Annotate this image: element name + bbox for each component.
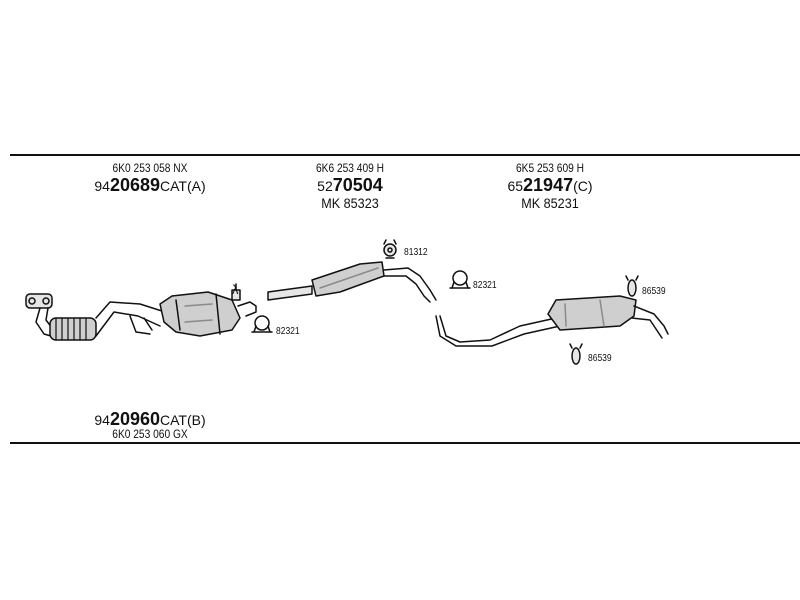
oe-number-cat-b: 6K0 253 060 GX <box>112 427 188 441</box>
catalytic-converter <box>159 283 257 337</box>
oe-number-rear-silencer: 6K5 253 609 H <box>515 161 585 175</box>
hanger-rear-top-label: 86539 <box>642 286 666 297</box>
hanger-rear-bottom <box>569 343 583 365</box>
mount-kit-rear: MK 85231 <box>521 195 579 211</box>
oe-number-cat-a: 6K0 253 058 NX <box>112 161 188 175</box>
top-divider <box>10 154 800 156</box>
hanger-top <box>383 239 397 259</box>
hanger-rear-bottom-label: 86539 <box>588 353 612 364</box>
hanger-rear-top <box>625 275 639 297</box>
middle-silencer <box>267 261 437 303</box>
part-number-rear-silencer: 6521947(C) <box>507 175 593 195</box>
clamp-left-label: 82321 <box>276 326 300 337</box>
part-number-cat-b: 9420960CAT(B) <box>94 409 206 429</box>
rear-silencer <box>435 295 669 347</box>
oe-number-middle-silencer: 6K6 253 409 H <box>315 161 385 175</box>
part-number-cat-a: 9420689CAT(A) <box>94 175 206 195</box>
part-number-middle-silencer: 5270504 <box>317 175 383 195</box>
hanger-top-label: 81312 <box>404 247 428 258</box>
clamp-left <box>251 315 273 333</box>
bottom-divider <box>10 442 800 444</box>
front-pipe-assembly <box>25 293 166 341</box>
clamp-mid-label: 82321 <box>473 280 497 291</box>
mount-kit-middle: MK 85323 <box>321 195 379 211</box>
clamp-mid <box>449 270 471 289</box>
lambda-sensor-symbol: λ <box>232 282 239 297</box>
